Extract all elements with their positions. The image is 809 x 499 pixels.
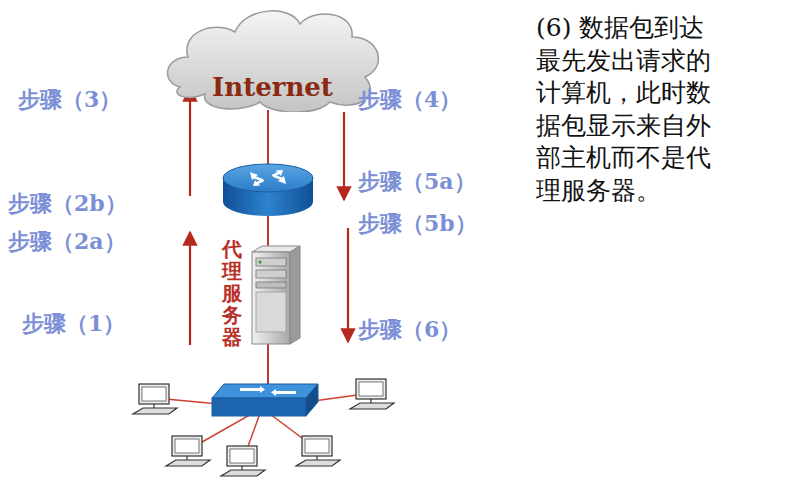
router-symbol xyxy=(223,164,313,216)
step-arrow xyxy=(189,88,191,196)
step-label: 步骤（2b） xyxy=(8,190,127,216)
switch-top xyxy=(212,384,318,398)
cloud-node: Internet xyxy=(160,2,385,112)
computer-symbol xyxy=(296,436,340,466)
computer-symbols xyxy=(133,379,394,476)
step-arrow xyxy=(347,228,349,342)
server-symbol xyxy=(252,246,300,344)
computer-symbol xyxy=(166,436,210,466)
switch-side xyxy=(306,384,318,416)
step-label: 步骤（5b） xyxy=(358,210,477,236)
computer-symbol xyxy=(133,384,177,414)
note-text: (6) 数据包到达最先发出请求的计算机，此时数据包显示来自外部主机而不是代理服务… xyxy=(536,12,719,207)
server-side xyxy=(290,246,300,344)
step-arrow xyxy=(343,112,345,200)
router-top xyxy=(223,164,313,192)
step-arrows xyxy=(190,88,348,345)
step-label: 步骤（5a） xyxy=(358,168,476,194)
step-label: 步骤（6） xyxy=(358,316,461,342)
step-arrow xyxy=(189,232,191,345)
node-text: Internet xyxy=(212,72,333,102)
step-label: 步骤（3） xyxy=(18,86,121,112)
computer-symbol xyxy=(221,446,265,476)
router-arrows xyxy=(250,170,286,186)
computer-symbol xyxy=(350,379,394,409)
server-front xyxy=(252,252,290,344)
step-label: 步骤（1） xyxy=(22,310,125,336)
switch-symbol xyxy=(212,384,318,416)
step-label: 步骤（2a） xyxy=(8,228,126,254)
device-label: 代理服务器 xyxy=(222,238,242,348)
wire xyxy=(267,344,269,388)
switch-front xyxy=(212,398,306,416)
wire xyxy=(267,110,269,165)
switch-arrows xyxy=(240,386,296,396)
switch-wires xyxy=(155,393,372,460)
step-label: 步骤（4） xyxy=(358,86,461,112)
